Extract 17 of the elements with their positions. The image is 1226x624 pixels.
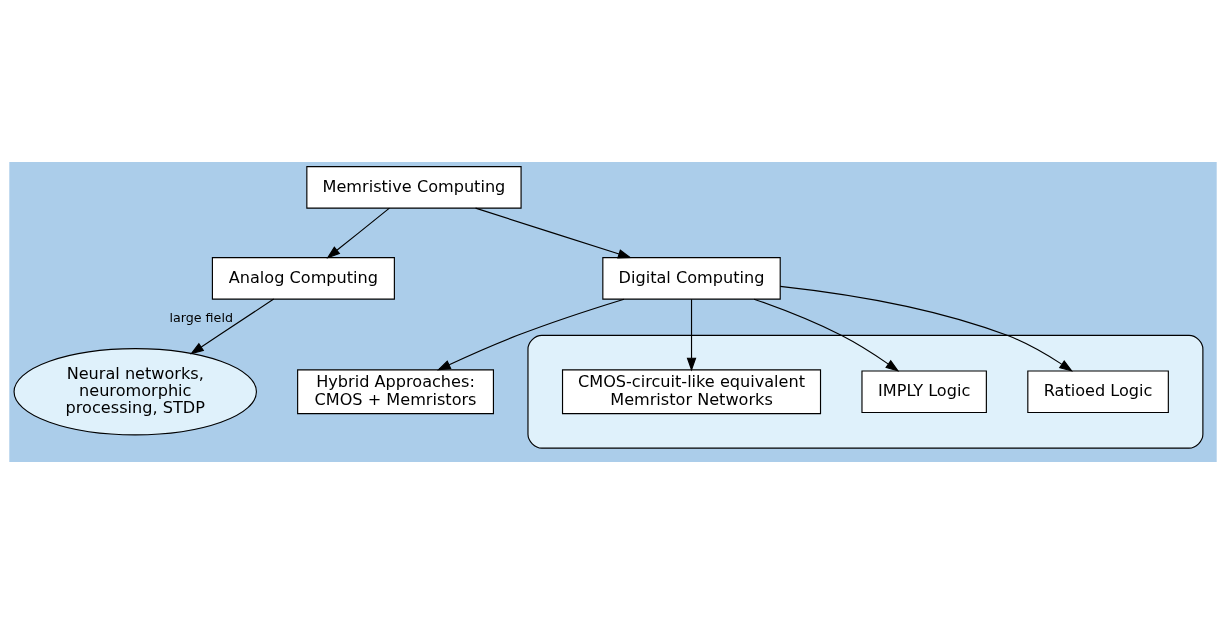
arrow — [190, 298, 275, 355]
arrow — [436, 298, 625, 371]
node-box: Memristive Computing — [306, 166, 522, 209]
arrow — [753, 298, 900, 372]
arrow — [474, 207, 632, 259]
arrow — [779, 285, 1073, 372]
arrow — [686, 298, 697, 372]
node-box: Analog Computing — [211, 257, 395, 300]
node-box: Ratioed Logic — [1027, 370, 1169, 414]
node-box: Hybrid Approaches: CMOS + Memristors — [297, 369, 494, 415]
arrow — [326, 207, 390, 259]
cluster — [527, 334, 1204, 449]
node-box: IMPLY Logic — [861, 370, 987, 414]
node-ellipse: Neural networks, neuromorphic processing, STDP — [13, 348, 257, 436]
node-box: Digital Computing — [602, 257, 781, 300]
edge-label: large field — [169, 310, 233, 326]
node-box: CMOS-circuit-like equivalent Memristor Networks — [561, 369, 822, 415]
